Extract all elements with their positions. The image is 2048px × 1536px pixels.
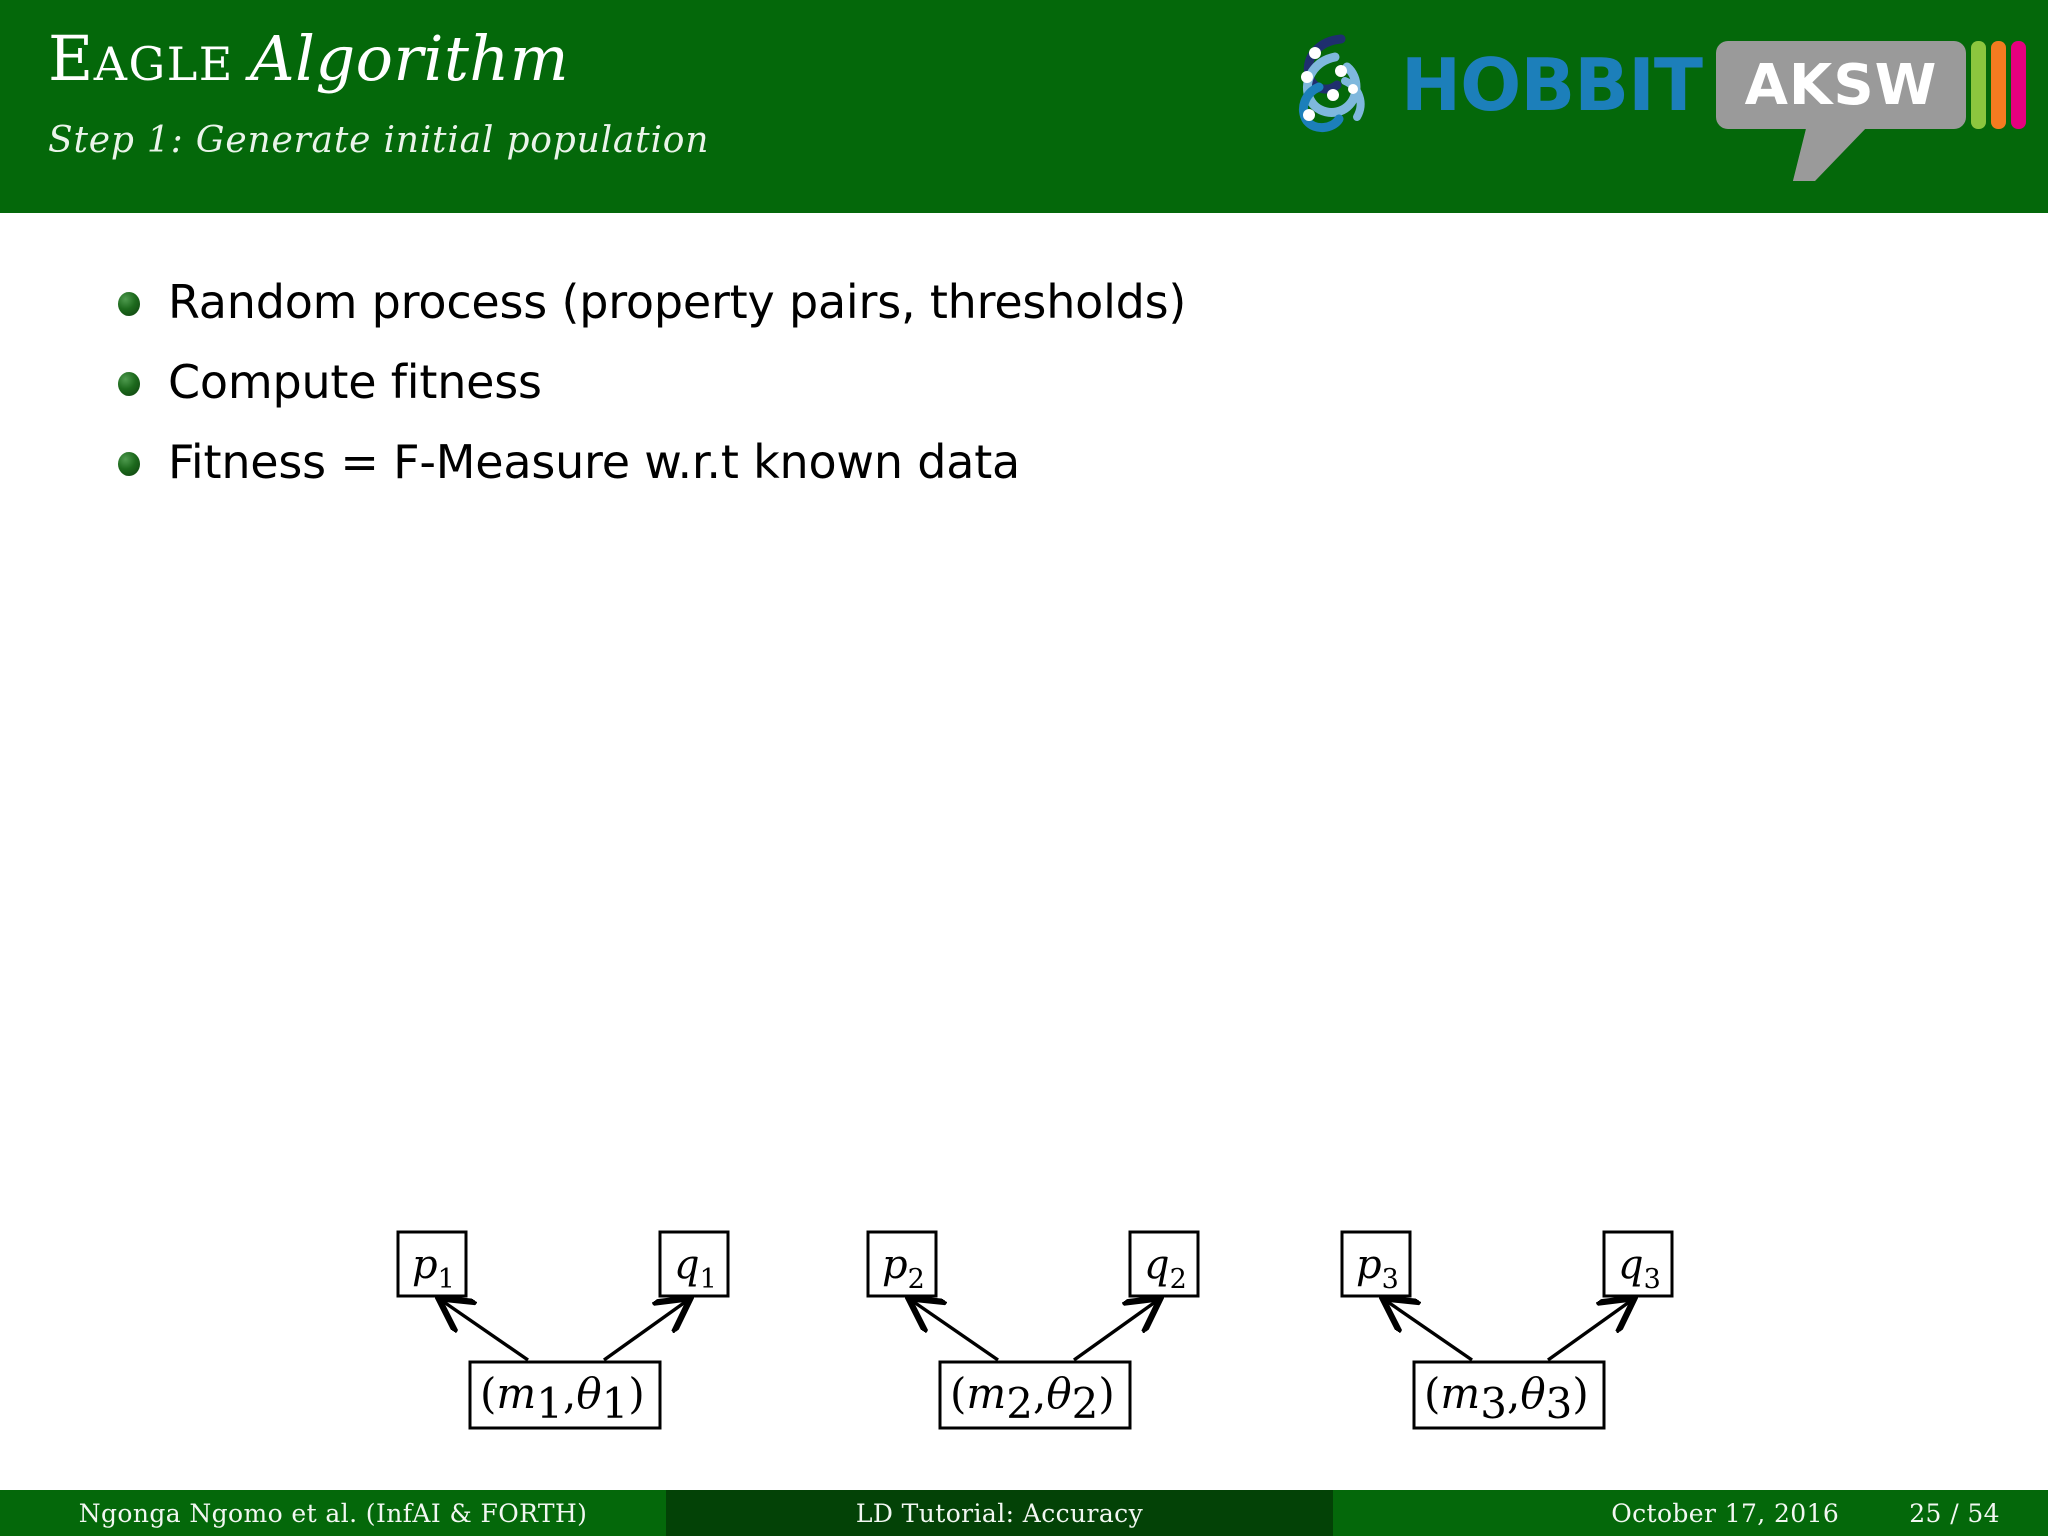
tree-1: p1 q1 (m1,θ1) [396, 1230, 730, 1430]
footer-date: October 17, 2016 [1611, 1498, 1840, 1528]
aksw-bubble: AKSW [1716, 41, 1966, 181]
bullet-list: Random process (property pairs, threshol… [118, 272, 1618, 512]
node-label-q2: q2 [1144, 1242, 1187, 1295]
edge-m3-to-p3 [1385, 1300, 1473, 1362]
page-subtitle: Step 1: Generate initial population [48, 120, 710, 161]
node-label-p2: p2 [882, 1242, 925, 1295]
aksw-bar-orange [1991, 41, 2006, 129]
aksw-logo: AKSW [1716, 41, 2026, 181]
node-box-p3 [1340, 1230, 1412, 1298]
hobbit-wordmark: HOBBIT [1400, 43, 1703, 127]
aksw-color-bars [1971, 41, 2026, 129]
footer-meta: October 17, 2016 25 / 54 [1333, 1490, 2048, 1536]
page-title: EAGLE Algorithm [48, 22, 709, 101]
aksw-bubble-tail-icon [1793, 125, 1869, 181]
node-box-q2 [1128, 1230, 1200, 1298]
edge-m2-to-p2 [911, 1300, 999, 1362]
bullet-text: Random process (property pairs, threshol… [168, 275, 1187, 329]
footer-author: Ngonga Ngomo et al. (InfAI & FORTH) [0, 1490, 667, 1536]
edge-m2-to-q2 [1073, 1300, 1158, 1362]
node-label-m3theta3: (m3,θ3) [1424, 1369, 1589, 1428]
list-item: Compute fitness [118, 352, 1618, 414]
node-label-p3: p3 [1356, 1242, 1399, 1295]
page-title-italic: Algorithm [249, 22, 570, 95]
node-box-m1theta1 [468, 1360, 662, 1430]
bullet-dot-icon [118, 372, 140, 396]
bullet-text: Compute fitness [168, 355, 542, 409]
list-item: Fitness = F-Measure w.r.t known data [118, 432, 1618, 494]
edge-m1-to-p1 [441, 1300, 529, 1362]
tree-3: p3 q3 (m3,θ3) [1340, 1230, 1674, 1430]
edge-m1-to-q1 [603, 1300, 688, 1362]
node-box-p2 [866, 1230, 938, 1298]
node-label-m2theta2: (m2,θ2) [950, 1369, 1115, 1428]
list-item: Random process (property pairs, threshol… [118, 272, 1618, 334]
tree-2: p2 q2 (m2,θ2) [866, 1230, 1200, 1430]
title-block: EAGLE Algorithm Step 1: Generate initial … [48, 22, 709, 163]
node-label-q3: q3 [1618, 1242, 1661, 1295]
node-box-m2theta2 [938, 1360, 1132, 1430]
hobbit-mark-icon [1279, 31, 1391, 139]
node-box-q1 [658, 1230, 730, 1298]
slide-header: EAGLE Algorithm Step 1: Generate initial … [0, 0, 2048, 213]
bullet-dot-icon [118, 292, 140, 316]
node-box-p1 [396, 1230, 468, 1298]
aksw-bar-green [1971, 41, 1986, 129]
node-box-m3theta3 [1412, 1360, 1606, 1430]
bullet-dot-icon [118, 452, 140, 476]
footer-title: LD Tutorial: Accuracy [666, 1490, 1333, 1536]
node-label-p1: p1 [412, 1242, 455, 1295]
slide-footer: Ngonga Ngomo et al. (InfAI & FORTH) LD T… [0, 1490, 2048, 1536]
aksw-bar-pink [2011, 41, 2026, 129]
page-title-smallcaps: AGLE [93, 37, 234, 91]
node-label-q1: q1 [674, 1242, 717, 1295]
page-title-initial: E [48, 22, 94, 95]
logo-group: HOBBIT AKSW [1279, 20, 2026, 181]
hobbit-logo: HOBBIT [1279, 31, 1703, 139]
aksw-wordmark: AKSW [1744, 52, 1938, 118]
footer-page-number: 25 / 54 [1909, 1498, 2000, 1528]
node-label-m1theta1: (m1,θ1) [480, 1369, 645, 1428]
edge-m3-to-q3 [1547, 1300, 1632, 1362]
population-diagram: p1 q1 (m1,θ1) p2 q2 [0, 560, 2048, 1460]
bullet-text: Fitness = F-Measure w.r.t known data [168, 435, 1021, 489]
